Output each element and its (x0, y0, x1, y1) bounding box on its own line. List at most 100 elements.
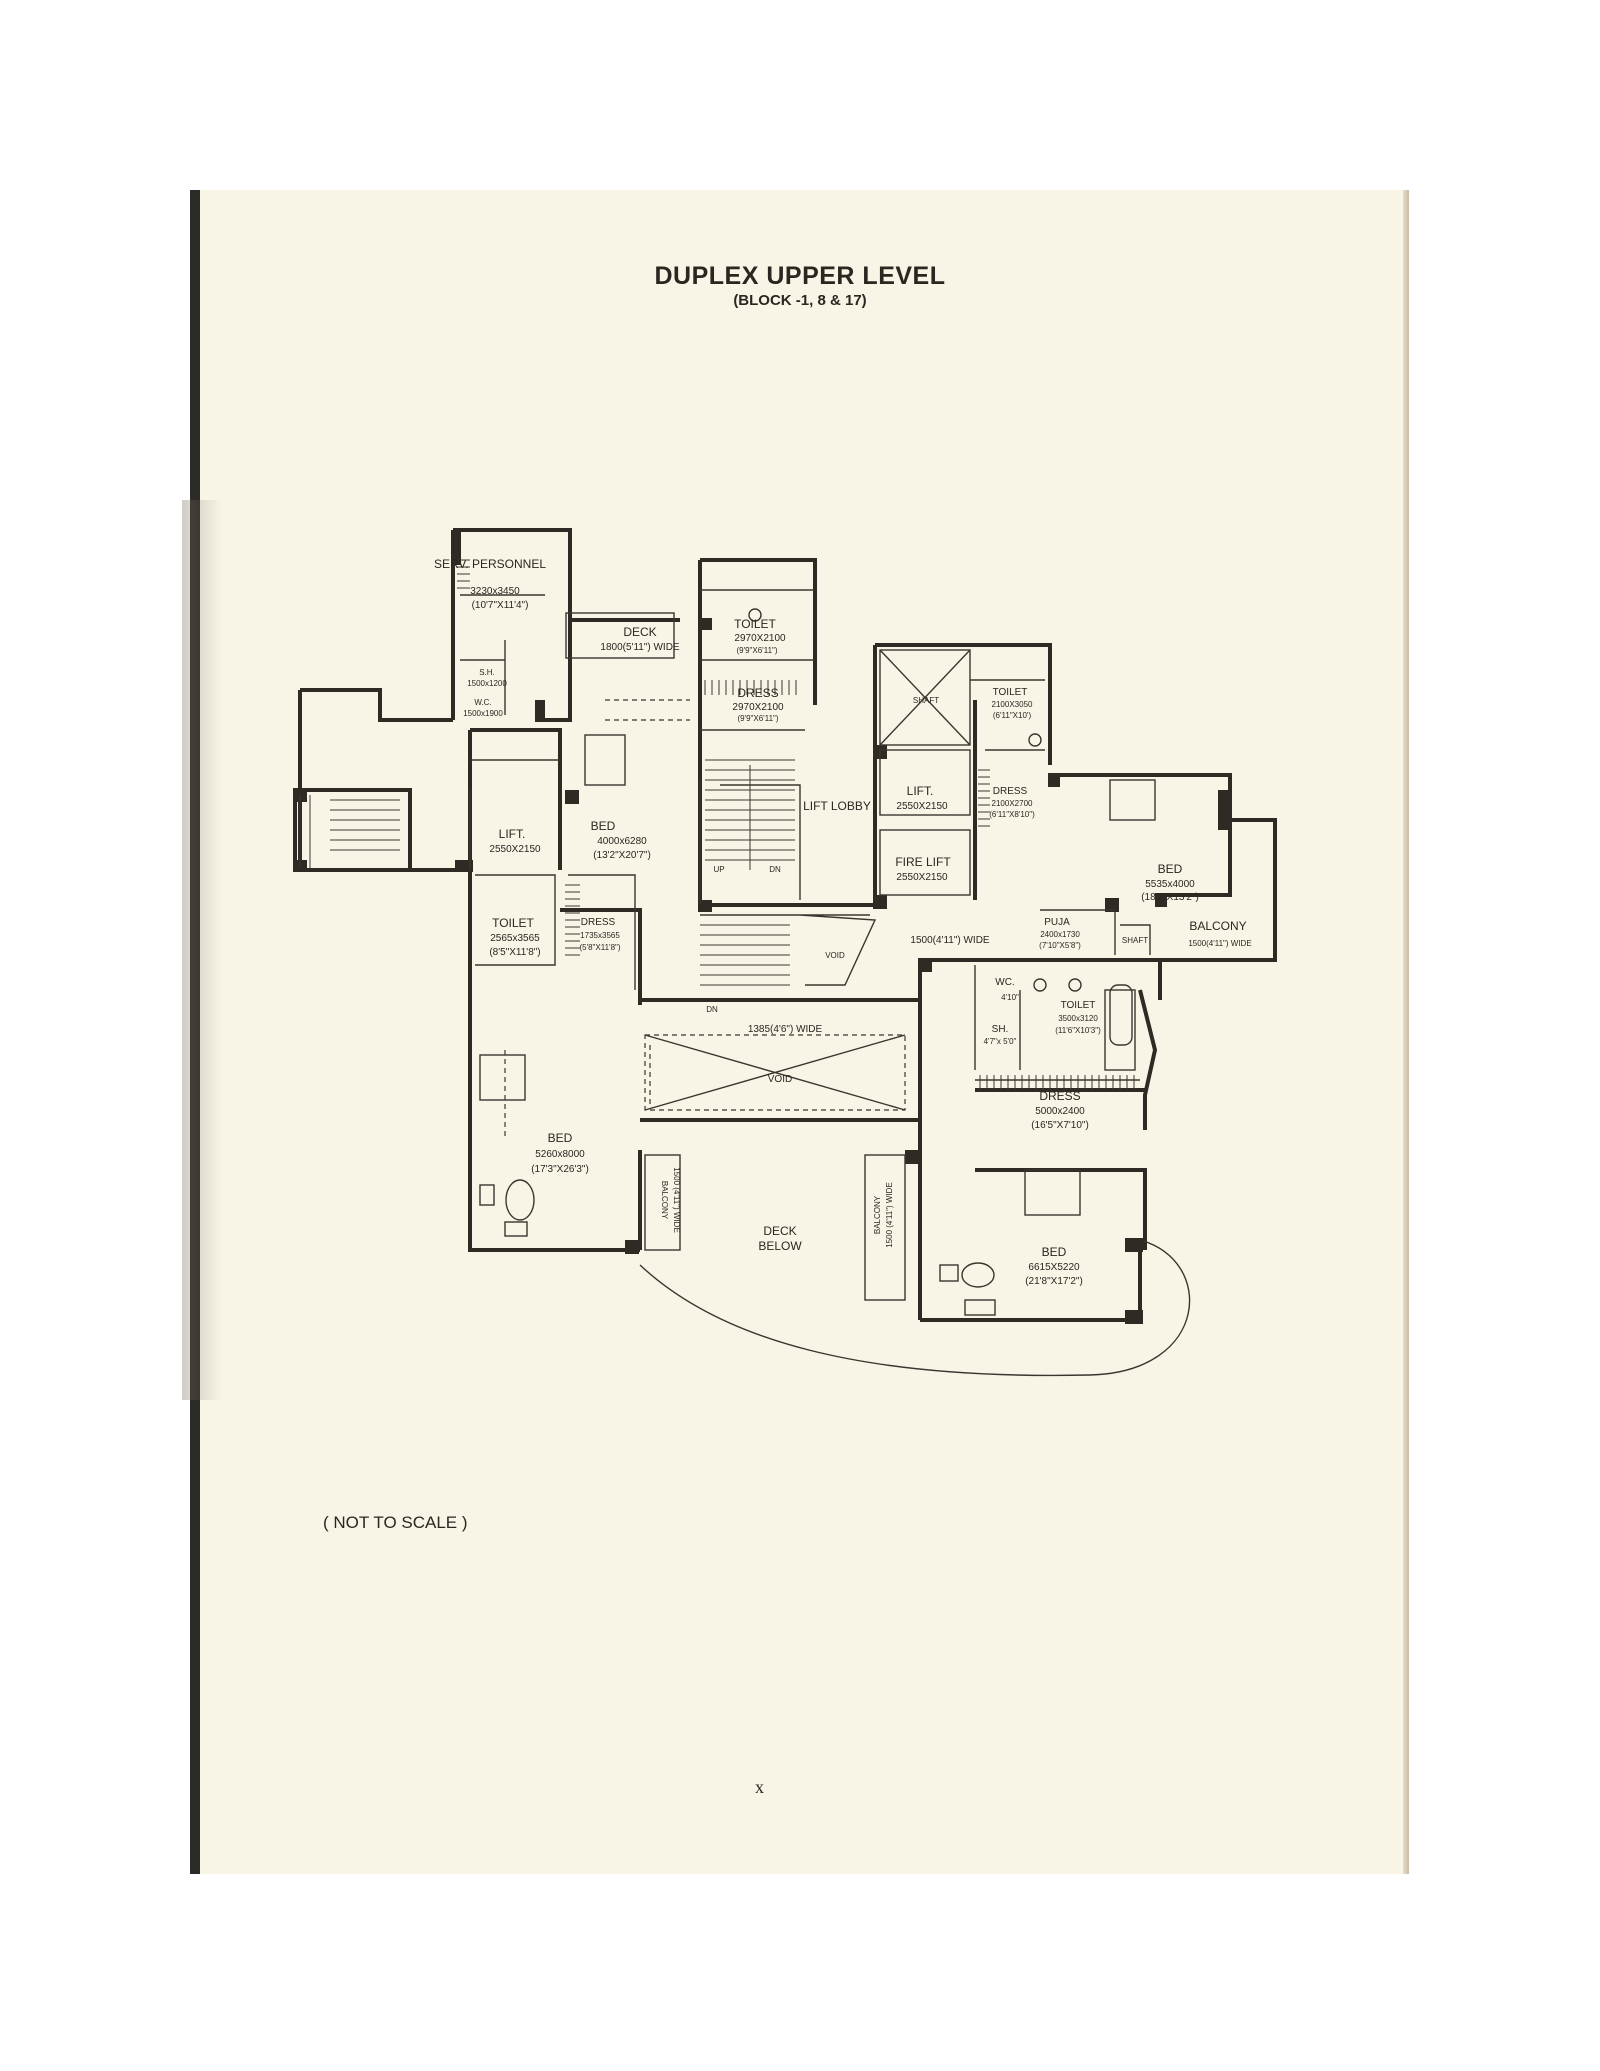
label-void-large: VOID (768, 1074, 792, 1085)
label-toilet-right-imperial: (6'11"X10') (993, 711, 1032, 720)
columns (293, 530, 1230, 1324)
label-sh-right: SH. (992, 1024, 1009, 1035)
label-toilet-left-imperial: (8'5"X11'8") (489, 947, 540, 958)
bed-furniture (1109, 779, 1156, 821)
label-balcony-left-size: 1500 (4'11") WIDE (672, 1167, 681, 1233)
label-bed-left-large-imperial: (17'3"X26'3") (531, 1164, 589, 1175)
label-puja-imperial: (7'10"X5'8") (1039, 941, 1081, 950)
table-furniture (961, 1262, 995, 1288)
label-dress-top-imperial: (9'9"X6'11") (737, 714, 778, 723)
label-passage-mid: 1500(4'11") WIDE (910, 935, 990, 946)
table-furniture (505, 1179, 535, 1221)
wardrobes (457, 559, 1135, 1090)
label-deck-top: DECK (623, 625, 656, 639)
page-number: x (755, 1777, 764, 1797)
scale-note: ( NOT TO SCALE ) (323, 1513, 468, 1532)
bathtub (1109, 984, 1133, 1046)
label-serv-personnel-size: 3230x3450 (470, 586, 520, 597)
label-bed-center-size: 4000x6280 (597, 836, 647, 847)
label-bed-right-imperial: (18'2"X13'2") (1141, 892, 1199, 903)
label-wc-right: WC. (995, 977, 1014, 988)
label-lift-lobby-text: LIFT LOBBY (803, 799, 871, 813)
label-toilet-top: TOILET (734, 617, 776, 631)
label-shower-small-size: 1500x1200 (467, 679, 507, 688)
label-passage-low: 1385(4'6") WIDE (748, 1024, 823, 1035)
label-deck-top-size: 1800(5'11") WIDE (600, 642, 680, 653)
label-puja: PUJA (1044, 917, 1070, 928)
label-stair-up: UP (713, 865, 724, 874)
label-toilet-top-size: 2970X2100 (734, 633, 786, 644)
chair-furniture (504, 1221, 528, 1237)
label-dress-right-size: 2100X2700 (992, 799, 1033, 808)
label-bed-right: BED (1158, 862, 1183, 876)
label-balcony-center: BALCONY (873, 1195, 882, 1234)
label-wc-right-size: 4'10" (1001, 993, 1019, 1002)
label-dress-top: DRESS (737, 686, 778, 700)
room-labels: SERV. PERSONNEL 3230x3450 (10'7"X11'4") … (434, 557, 1252, 1287)
label-dress-top-size: 2970X2100 (732, 702, 784, 713)
label-lift-center-size: 2550X2150 (896, 801, 948, 812)
label-dress-right-imperial: (6'11"X8'10") (989, 810, 1035, 819)
page-shadow (182, 500, 222, 1400)
label-stair-dn: DN (769, 865, 781, 874)
label-toilet-top-imperial: (9'9"X6'11") (736, 646, 777, 655)
bed-furniture (584, 734, 626, 786)
label-balcony-left: BALCONY (660, 1181, 669, 1220)
label-deck-below: DECK (763, 1224, 796, 1238)
label-shower-small: S.H. (479, 668, 495, 677)
label-dress-right: DRESS (993, 786, 1028, 797)
chair-furniture (964, 1299, 996, 1316)
label-wc-small-size: 1500x1900 (463, 709, 503, 718)
label-puja-size: 2400x1730 (1040, 930, 1080, 939)
label-void-small: VOID (825, 951, 845, 960)
label-sh-right-size: 4'7"x 5'0" (984, 1037, 1017, 1046)
label-serv-personnel: SERV. PERSONNEL (434, 557, 546, 571)
label-shaft-top: SHAFT (913, 696, 939, 705)
label-toilet-master: TOILET (1061, 1000, 1096, 1011)
bed-furniture (1024, 1169, 1081, 1216)
washbasin (1028, 733, 1042, 747)
label-dress-left-imperial: (5'8"X11'8") (579, 943, 620, 952)
label-dress-left: DRESS (581, 917, 616, 928)
label-balcony-right: BALCONY (1189, 919, 1246, 933)
label-lift-lobby: LIFT LOBBY (803, 799, 871, 813)
label-toilet-master-size: 3500x3120 (1058, 1014, 1098, 1023)
label-bed-master-imperial: (21'8"X17'2") (1025, 1276, 1083, 1287)
label-shaft-right: SHAFT (1122, 936, 1148, 945)
label-dress-master: DRESS (1039, 1089, 1080, 1103)
plan-subtitle: (BLOCK -1, 8 & 17) (733, 292, 867, 309)
label-bed-center: BED (591, 819, 616, 833)
washbasin (1068, 978, 1082, 992)
label-toilet-left-size: 2565x3565 (490, 933, 540, 944)
partitions (460, 589, 1151, 1301)
label-lift-left: LIFT. (499, 827, 526, 841)
label-fire-lift: FIRE LIFT (895, 855, 951, 869)
furniture (479, 608, 1156, 1316)
label-toilet-right-size: 2100X3050 (992, 700, 1033, 709)
label-dress-master-imperial: (16'5"X7'10") (1031, 1120, 1089, 1131)
chair-furniture (479, 1184, 495, 1206)
label-lift-left-size: 2550X2150 (489, 844, 541, 855)
label-dress-master-size: 5000x2400 (1035, 1106, 1085, 1117)
stairs (299, 759, 795, 986)
label-fire-lift-size: 2550X2150 (896, 872, 948, 883)
label-toilet-left: TOILET (492, 916, 534, 930)
label-dress-left-size: 1735x3565 (580, 931, 620, 940)
label-bed-master: BED (1042, 1245, 1067, 1259)
label-bed-right-size: 5535x4000 (1145, 879, 1195, 890)
label-bed-left-large-size: 5260x8000 (535, 1149, 585, 1160)
scanned-page (182, 190, 1409, 1874)
bed-furniture (479, 1054, 526, 1101)
label-stair-dn-2: DN (706, 1005, 718, 1014)
label-balcony-right-size: 1500(4'11") WIDE (1188, 939, 1251, 948)
label-toilet-right: TOILET (993, 687, 1028, 698)
chair-furniture (939, 1264, 959, 1282)
washbasin (748, 608, 762, 622)
label-deck-below-2: BELOW (758, 1239, 802, 1253)
label-toilet-master-imperial: (11'6"X10'3") (1055, 1026, 1101, 1035)
label-bed-left-large: BED (548, 1131, 573, 1145)
label-wc-small: W.C. (474, 698, 491, 707)
label-bed-center-imperial: (13'2"X20'7") (593, 850, 651, 861)
washbasin (1033, 978, 1047, 992)
